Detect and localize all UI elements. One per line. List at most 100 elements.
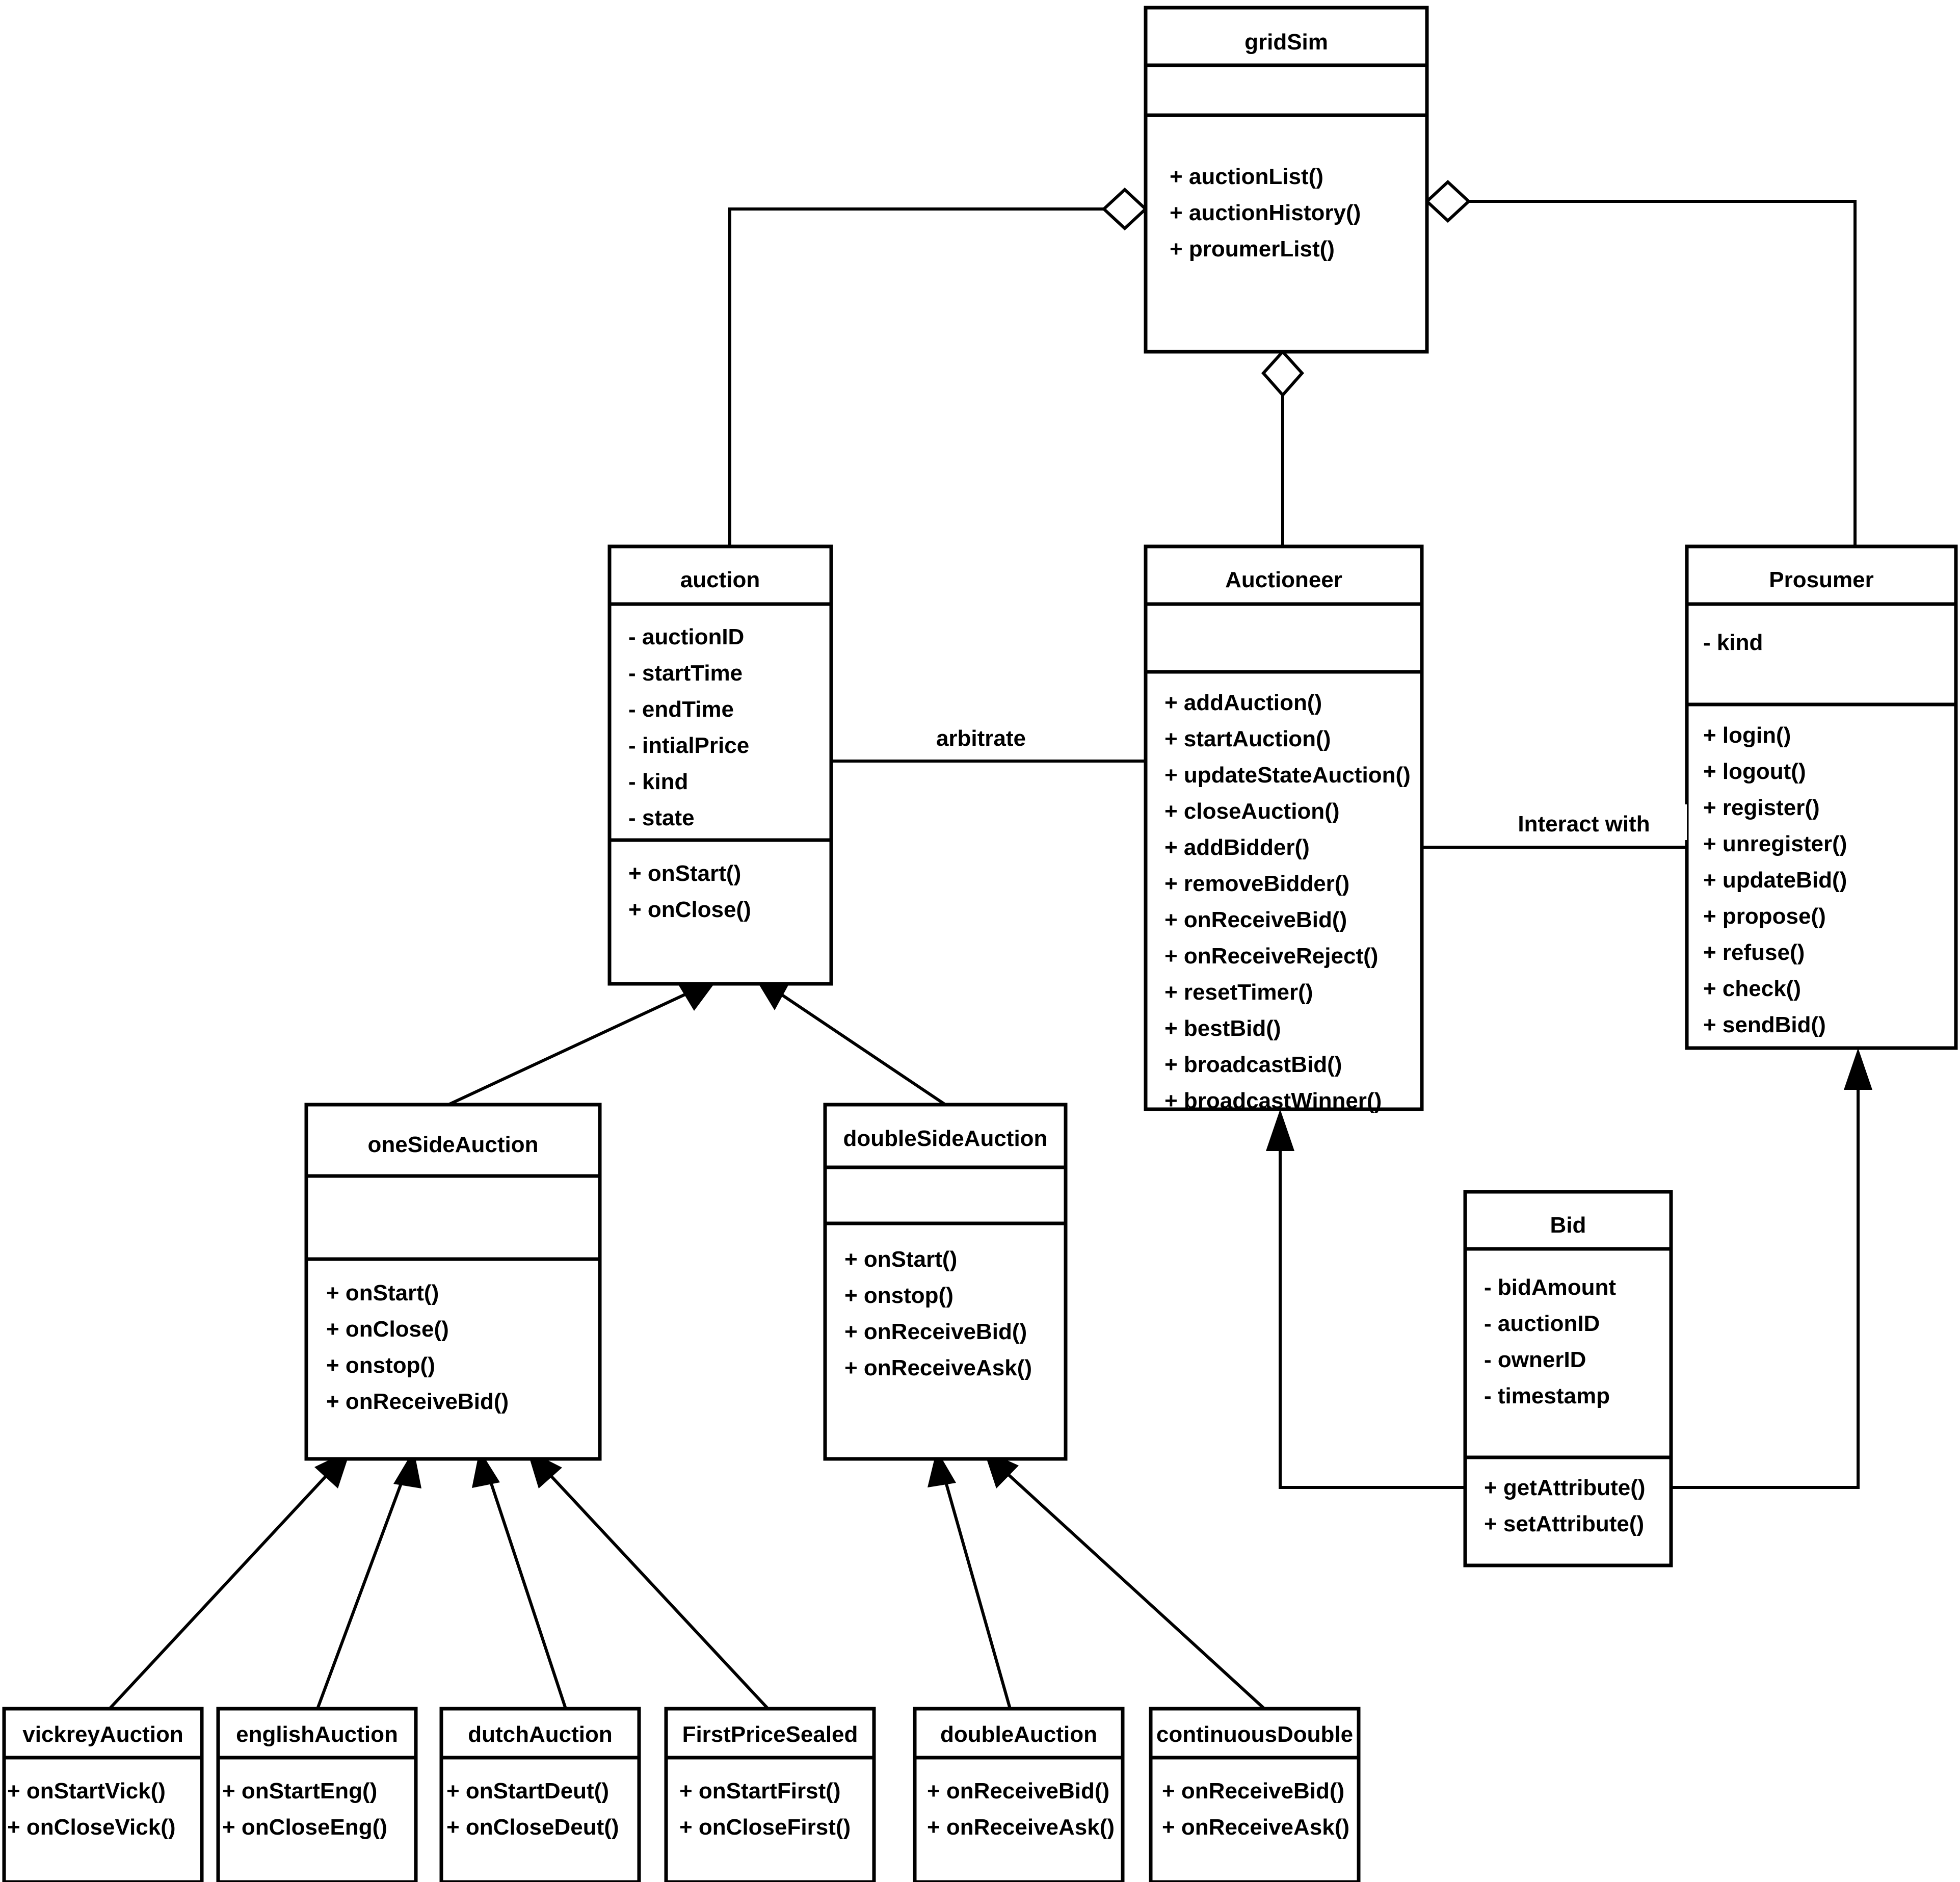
class-operation-prosumer-8: + sendBid() [1703, 1012, 1826, 1037]
class-operation-prosumer-6: + refuse() [1703, 940, 1805, 965]
aggregation-diamond-auction [1101, 187, 1148, 231]
class-operation-auctioneer-5: + removeBidder() [1164, 871, 1349, 896]
class-title-vickreyauction: vickreyAuction [22, 1722, 183, 1747]
aggregation-gridsim-auction [728, 207, 1124, 546]
class-node-englishauction[interactable]: englishAuction + onStartEng() + onCloseE… [216, 1707, 418, 1882]
class-box-onesideauction [304, 1103, 602, 1461]
class-operation-auctioneer-11: + broadcastWinner() [1164, 1088, 1382, 1113]
class-title-continuousdouble: continuousDouble [1156, 1722, 1353, 1747]
relationship-layer [108, 179, 1872, 1710]
generalization-bid-auctioneer [1279, 1144, 1465, 1489]
class-attribute-bid-0: - bidAmount [1484, 1275, 1616, 1300]
class-attribute-auction-0: - auctionID [628, 624, 744, 649]
class-node-gridsim[interactable]: gridSim + auctionList() + auctionHistory… [1144, 6, 1429, 354]
class-operation-onesideauction-2: + onstop() [326, 1353, 435, 1378]
aggregation-gridsim-prosumer [1449, 200, 1857, 546]
class-box-prosumer [1685, 544, 1958, 1050]
class-operation-continuousdouble-0: + onReceiveBid() [1162, 1779, 1344, 1803]
generalization-bid-prosumer [1671, 1083, 1860, 1489]
label-backing-arbitrate [902, 719, 1060, 754]
class-operation-doublesideauction-3: + onReceiveAsk() [844, 1355, 1032, 1380]
generalization-onesideauction-auction [447, 982, 709, 1106]
class-operation-auctioneer-6: + onReceiveBid() [1164, 907, 1347, 932]
class-operation-bid-0: + getAttribute() [1484, 1475, 1646, 1500]
class-operation-dutchauction-1: + onCloseDeut() [446, 1815, 619, 1840]
association-label-interact-with: Interact with [1518, 812, 1650, 837]
generalization-arrowhead-bid-auctioneer [1266, 1109, 1294, 1151]
class-operation-englishauction-0: + onStartEng() [222, 1779, 377, 1803]
class-title-bid: Bid [1550, 1213, 1586, 1238]
label-backing-interact-with [1483, 804, 1687, 840]
class-attribute-auction-3: - intialPrice [628, 733, 749, 758]
class-operation-doubleauction-0: + onReceiveBid() [927, 1779, 1109, 1803]
class-title-auctioneer: Auctioneer [1225, 567, 1342, 592]
class-box-auction [607, 544, 833, 986]
class-operation-onesideauction-1: + onClose() [326, 1317, 449, 1342]
class-node-onesideauction[interactable]: oneSideAuction + onStart() + onClose() +… [304, 1103, 602, 1461]
class-node-vickreyauction[interactable]: vickreyAuction + onStartVick() + onClose… [2, 1707, 204, 1882]
class-box-firstpricesealed [664, 1707, 876, 1882]
class-node-firstpricesealed[interactable]: FirstPriceSealed + onStartFirst() + onCl… [664, 1707, 876, 1882]
class-operation-auctioneer-0: + addAuction() [1164, 690, 1322, 715]
class-node-auction[interactable]: auction - auctionID - startTime - endTim… [607, 544, 833, 986]
class-attribute-bid-3: - timestamp [1484, 1383, 1610, 1408]
class-node-auctioneer[interactable]: Auctioneer + addAuction() + startAuction… [1144, 544, 1424, 1113]
generalization-english-oneside [316, 1458, 412, 1710]
class-box-vickreyauction [2, 1707, 204, 1882]
class-title-englishauction: englishAuction [236, 1722, 398, 1747]
class-node-prosumer[interactable]: Prosumer - kind + login() + logout() + r… [1685, 544, 1958, 1050]
class-box-englishauction [216, 1707, 418, 1882]
association-label-layer: arbitrate Interact with [902, 719, 1687, 840]
generalization-vickrey-oneside [108, 1457, 343, 1710]
class-operation-prosumer-0: + login() [1703, 723, 1791, 748]
class-title-gridsim: gridSim [1244, 30, 1328, 55]
class-operation-doublesideauction-0: + onStart() [844, 1247, 957, 1272]
class-operation-prosumer-1: + logout() [1703, 759, 1806, 784]
class-operation-auction-0: + onStart() [628, 861, 741, 886]
class-operation-onesideauction-0: + onStart() [326, 1280, 439, 1305]
association-label-arbitrate: arbitrate [936, 726, 1026, 751]
class-title-doublesideauction: doubleSideAuction [843, 1126, 1048, 1151]
class-operation-firstpricesealed-1: + onCloseFirst() [679, 1815, 851, 1840]
class-box-doublesideauction [823, 1103, 1068, 1461]
class-node-doublesideauction[interactable]: doubleSideAuction + onStart() + onstop()… [823, 1103, 1068, 1461]
class-attribute-bid-2: - ownerID [1484, 1347, 1586, 1372]
generalization-firstprice-oneside [534, 1457, 770, 1710]
class-operation-prosumer-7: + check() [1703, 976, 1801, 1001]
class-node-dutchauction[interactable]: dutchAuction + onStartDeut() + onCloseDe… [439, 1707, 641, 1882]
class-operation-auctioneer-10: + broadcastBid() [1164, 1052, 1342, 1077]
class-operation-bid-1: + setAttribute() [1484, 1511, 1644, 1536]
aggregation-diamond-auctioneer [1261, 349, 1305, 398]
class-operation-auctioneer-2: + updateStateAuction() [1164, 763, 1411, 788]
class-operation-continuousdouble-1: + onReceiveAsk() [1162, 1815, 1349, 1840]
class-operation-vickreyauction-0: + onStartVick() [7, 1779, 166, 1803]
class-operation-prosumer-2: + register() [1703, 795, 1820, 820]
class-operation-onesideauction-3: + onReceiveBid() [326, 1389, 509, 1414]
class-box-bid [1463, 1190, 1673, 1567]
class-operation-auctioneer-3: + closeAuction() [1164, 799, 1340, 824]
generalization-double-doubleside [938, 1458, 1012, 1709]
aggregation-diamond-prosumer [1424, 179, 1471, 223]
class-node-doubleauction[interactable]: doubleAuction + onReceiveBid() + onRecei… [913, 1707, 1125, 1882]
class-operation-prosumer-4: + updateBid() [1703, 868, 1847, 893]
class-operation-prosumer-5: + propose() [1703, 904, 1826, 929]
class-operation-doublesideauction-1: + onstop() [844, 1283, 953, 1308]
class-node-continuousdouble[interactable]: continuousDouble + onReceiveBid() + onRe… [1149, 1707, 1361, 1882]
class-title-prosumer: Prosumer [1769, 567, 1873, 592]
class-operation-auctioneer-4: + addBidder() [1164, 835, 1310, 860]
generalization-continuous-doubleside [990, 1457, 1266, 1710]
class-operation-englishauction-1: + onCloseEng() [222, 1815, 387, 1840]
class-attribute-auction-4: - kind [628, 769, 688, 794]
class-operation-doublesideauction-2: + onReceiveBid() [844, 1319, 1027, 1344]
class-title-auction: auction [680, 567, 760, 592]
class-title-doubleauction: doubleAuction [940, 1722, 1097, 1747]
class-title-dutchauction: dutchAuction [468, 1722, 613, 1747]
class-operation-auctioneer-9: + bestBid() [1164, 1016, 1281, 1041]
class-node-bid[interactable]: Bid - bidAmount - auctionID - ownerID - … [1463, 1190, 1673, 1567]
class-box-auctioneer [1144, 544, 1424, 1111]
class-operation-prosumer-3: + unregister() [1703, 831, 1847, 856]
class-attribute-bid-1: - auctionID [1484, 1311, 1600, 1336]
generalization-arrowhead-doublesideauction [756, 979, 790, 1010]
class-operation-dutchauction-0: + onStartDeut() [446, 1779, 609, 1803]
